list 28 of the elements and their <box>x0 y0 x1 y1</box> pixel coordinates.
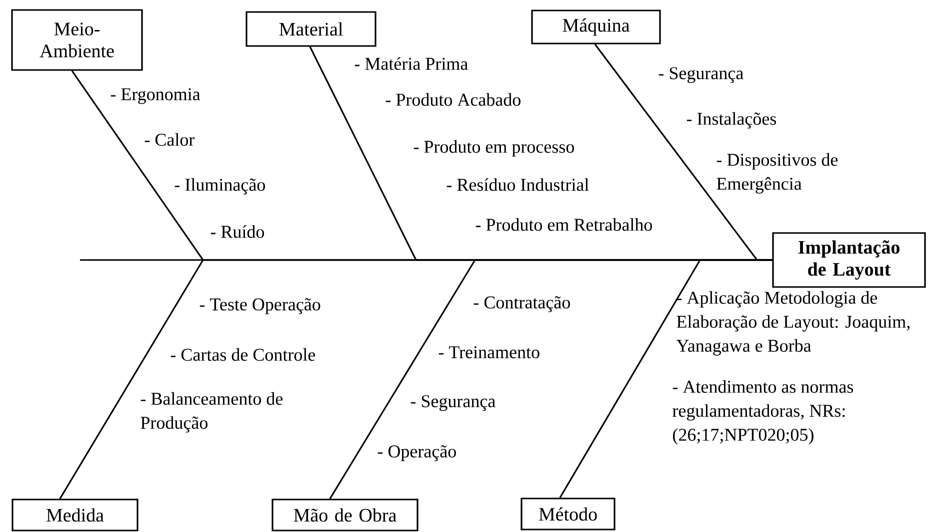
cause-text: - Contratação <box>474 296 570 312</box>
cause-text: - Ergonomia <box>110 88 200 104</box>
branch-line <box>559 259 772 498</box>
cause-text: - Cartas de Controle <box>170 348 316 361</box>
category-box: Medida <box>12 498 138 532</box>
cause-text: - Treinamento <box>438 346 540 358</box>
cause-text: - Instalações <box>686 112 776 128</box>
cause-text: - Operação <box>378 445 456 462</box>
cause-text: - Dispositivos de Emergência <box>716 153 838 194</box>
category-box: Meio- Ambiente <box>11 9 143 71</box>
cause-text: - Produto em processo <box>414 140 574 156</box>
cause-text: - Iluminação <box>174 178 265 194</box>
cause-text: - Teste Operação <box>200 298 320 314</box>
cause-text: - Produto Acabado <box>386 93 520 106</box>
cause-text: - Ruído <box>210 225 264 238</box>
cause-text: - Segurança <box>658 67 744 83</box>
effect-box: Implantação de Layout <box>772 232 926 288</box>
cause-text: - Produto em Retrabalho <box>476 218 652 231</box>
cause-text: - Balanceamento de Produção <box>140 392 283 433</box>
cause-text: - Atendimento as normas regulamentadoras, NRs: (26;17;NPT020;05) <box>672 380 854 445</box>
cause-text: - Calor <box>144 133 195 146</box>
category-box: Mão de Obra <box>272 498 418 532</box>
cause-text: - Segurança <box>410 395 496 411</box>
category-box: Método <box>520 498 616 530</box>
category-box: Material <box>246 11 376 47</box>
cause-text: - Resíduo Industrial <box>446 178 589 191</box>
category-box: Máquina <box>531 10 661 44</box>
cause-text: - Matéria Prima <box>354 57 468 70</box>
